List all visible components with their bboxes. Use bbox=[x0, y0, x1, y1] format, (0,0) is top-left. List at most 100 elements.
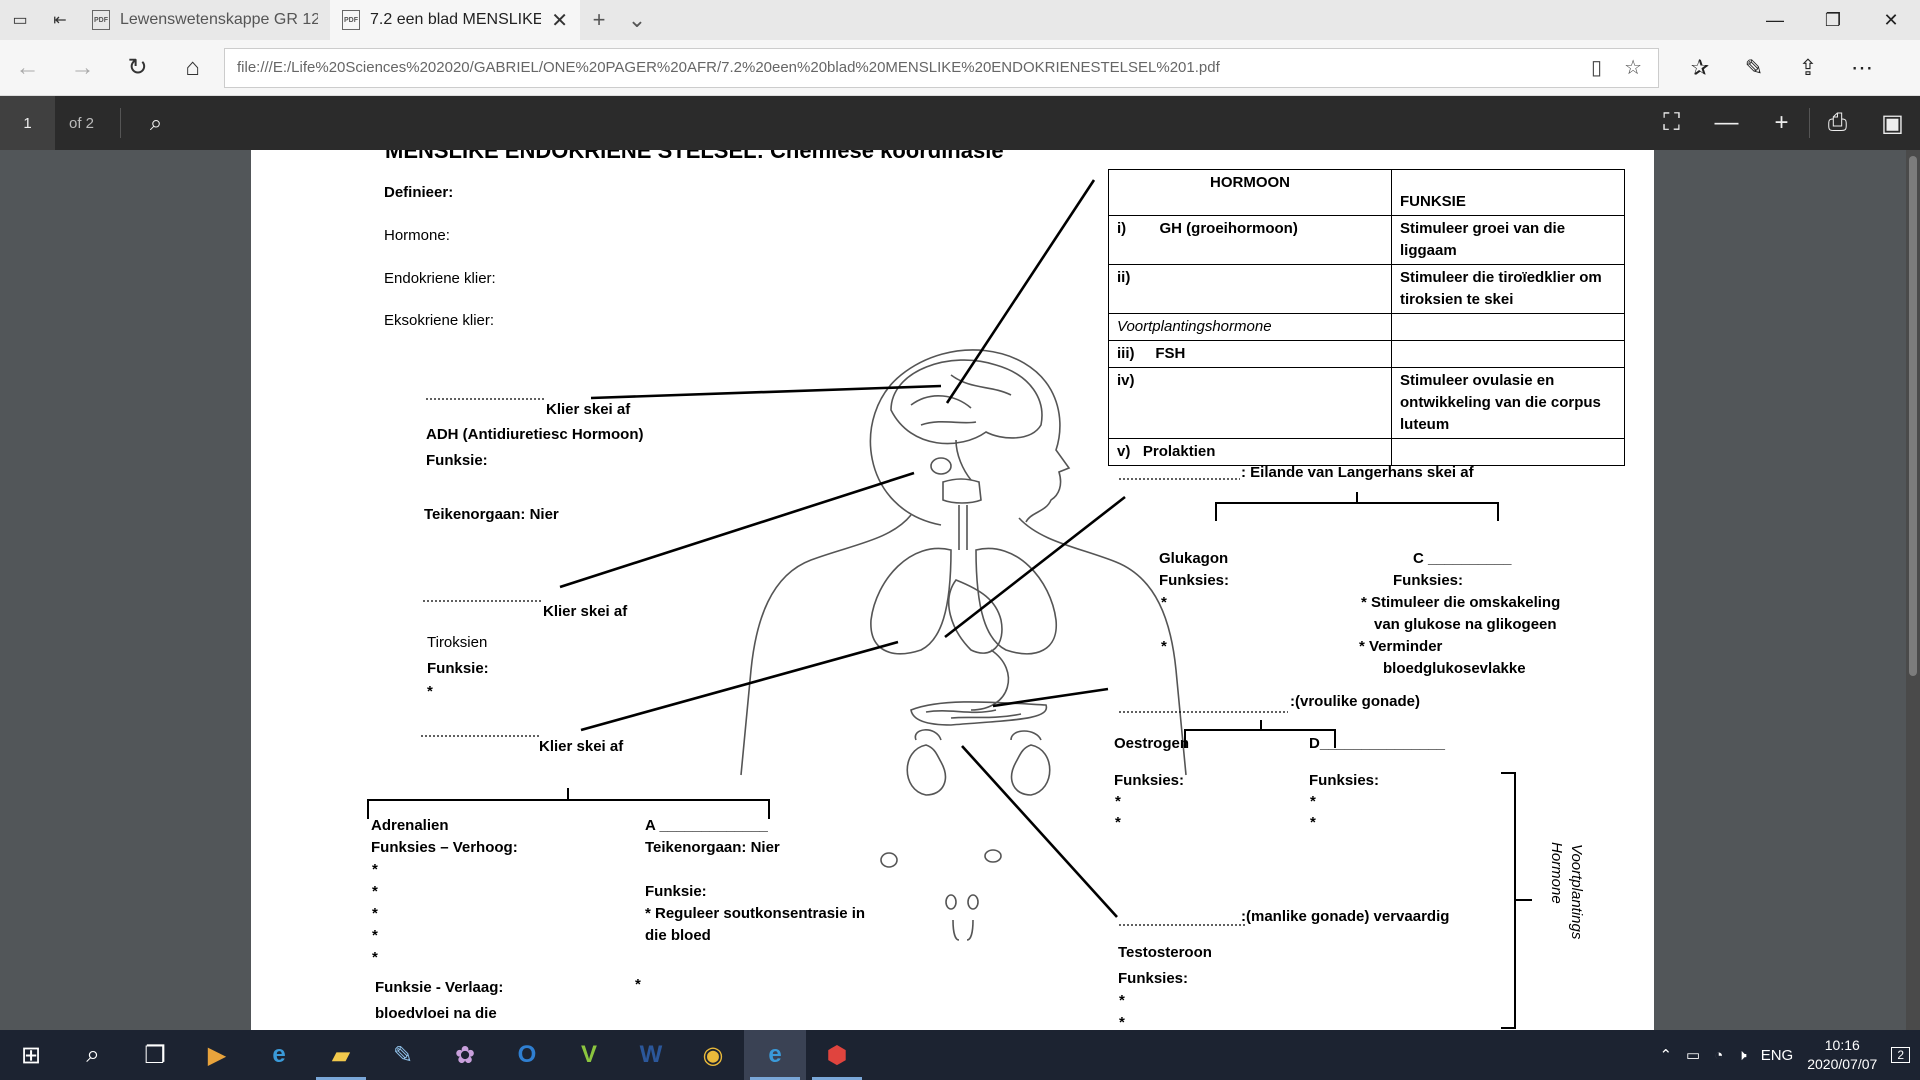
pituitary-hormone: ADH (Antidiuretiesc Hormoon) bbox=[426, 426, 644, 443]
adrenalin-bullet: * bbox=[372, 949, 378, 966]
close-window-icon[interactable]: ✕ bbox=[1883, 9, 1899, 30]
acrobat-icon[interactable]: ⬢ bbox=[806, 1030, 868, 1080]
edge-icon[interactable]: e bbox=[744, 1030, 806, 1080]
more-icon[interactable]: ⋯ bbox=[1851, 54, 1873, 80]
adrenalin-bullet: * bbox=[372, 905, 378, 922]
search-icon[interactable]: ⌕ bbox=[86, 1041, 100, 1068]
hormone-a-function: Funksie: bbox=[645, 883, 707, 900]
favorite-star-icon[interactable]: ☆ bbox=[1624, 57, 1642, 79]
pointer-lines bbox=[559, 179, 1126, 918]
home-icon[interactable]: ⌂ bbox=[185, 53, 200, 81]
testis-label: :(manlike gonade) vervaardig bbox=[1241, 908, 1450, 925]
hormone-c-bullet2b: bloedglukosevlakke bbox=[1383, 660, 1526, 677]
chevron-down-icon[interactable]: ⌄ bbox=[627, 7, 647, 32]
battery-icon[interactable]: ▭ bbox=[1686, 1047, 1701, 1064]
internet-explorer-icon[interactable]: e bbox=[272, 1041, 286, 1068]
zoom-out-icon[interactable]: — bbox=[1714, 109, 1739, 136]
hormone-c-functions: Funksies: bbox=[1393, 572, 1464, 589]
tab-menslike[interactable]: PDF 7.2 een blad MENSLIKE ✕ bbox=[330, 0, 580, 40]
define-title: Definieer: bbox=[384, 184, 454, 201]
address-input[interactable]: file:///E:/Life%20Sciences%202020/GABRIE… bbox=[224, 47, 1659, 88]
thyroid-hormone: Tiroksien bbox=[427, 634, 488, 651]
favorites-icon[interactable]: ✰ bbox=[1690, 54, 1710, 80]
ovary-label: :(vroulike gonade) bbox=[1290, 693, 1421, 710]
scrollbar-thumb[interactable] bbox=[1909, 156, 1917, 676]
set-aside-tabs-icon[interactable]: ⇤ bbox=[53, 12, 67, 29]
pdf-icon: PDF bbox=[342, 10, 360, 30]
search-icon[interactable]: ⌕ bbox=[149, 110, 163, 135]
share-icon[interactable]: ⇪ bbox=[1798, 54, 1818, 80]
oestrogen-bullet: * bbox=[1115, 793, 1121, 810]
zoom-in-icon[interactable]: + bbox=[1774, 109, 1789, 136]
adrenal-gland-label: Klier skei af bbox=[539, 738, 624, 755]
hormone-d-functions: Funksies: bbox=[1309, 772, 1380, 789]
file-explorer-icon[interactable]: ▰ bbox=[310, 1030, 372, 1080]
toolbar-divider bbox=[1809, 108, 1810, 138]
veyon-icon[interactable]: V bbox=[580, 1041, 597, 1068]
pdf-viewer[interactable]: MENSLIKE ENDOKRIENE STELSEL: Chemiese ko… bbox=[0, 150, 1920, 1030]
restore-icon[interactable]: ❐ bbox=[1824, 9, 1842, 30]
tab-title: 7.2 een blad MENSLIKE bbox=[370, 11, 542, 28]
pdf-toolbar: 1 of 2 ⌕ ⛶ — + ⎙ ▣ bbox=[0, 96, 1920, 150]
paint-icon[interactable]: ✎ bbox=[392, 1041, 414, 1069]
print-icon[interactable]: ⎙ bbox=[1827, 109, 1848, 136]
glucagon-functions: Funksies: bbox=[1159, 572, 1230, 589]
paint-3d-icon[interactable]: ✿ bbox=[454, 1041, 476, 1069]
back-icon[interactable]: ← bbox=[15, 53, 40, 81]
clock-time: 10:16 bbox=[1824, 1037, 1860, 1053]
fit-page-icon[interactable]: ⛶ bbox=[1663, 109, 1680, 136]
save-icon[interactable]: ▣ bbox=[1881, 109, 1904, 137]
hormone-c-bullet1: * Stimuleer die omskakeling bbox=[1361, 594, 1561, 611]
media-player-icon[interactable]: ▶ bbox=[207, 1041, 227, 1069]
volume-icon[interactable]: 🕨 bbox=[1737, 1046, 1747, 1064]
chevron-up-icon[interactable]: ⌃ bbox=[1659, 1047, 1673, 1064]
notifications-icon[interactable]: 2 bbox=[1891, 1047, 1910, 1063]
testosterone-functions: Funksies: bbox=[1118, 970, 1189, 987]
minimize-icon[interactable]: — bbox=[1766, 9, 1784, 30]
table-cell-function bbox=[1391, 438, 1625, 466]
side-label-reproductive: Voortplantings bbox=[1568, 844, 1585, 940]
glucagon-bullet: * bbox=[1161, 594, 1167, 611]
hormone-c-title: C __________ bbox=[1413, 550, 1512, 567]
vertical-scrollbar[interactable] bbox=[1906, 150, 1920, 1030]
tab-lewenswetenskappe[interactable]: PDF Lewenswetenskappe GR 12 bbox=[80, 0, 330, 40]
hormone-a-bullet: * bbox=[635, 976, 641, 993]
page-number-input[interactable]: 1 bbox=[0, 96, 55, 150]
hormone-a-target: Teikenorgaan: Nier bbox=[645, 839, 780, 856]
bracket-lines bbox=[367, 492, 1532, 1029]
language-indicator[interactable]: ENG bbox=[1760, 1046, 1794, 1064]
glucagon-bullet: * bbox=[1161, 638, 1167, 655]
adrenalin-functions: Funksies – Verhoog: bbox=[371, 839, 518, 856]
new-tab-icon[interactable]: + bbox=[592, 7, 606, 32]
page-heading: MENSLIKE ENDOKRIENE STELSEL: Chemiese ko… bbox=[385, 150, 1004, 163]
refresh-icon[interactable]: ↻ bbox=[127, 54, 148, 81]
pen-icon[interactable]: ✎ bbox=[1744, 54, 1764, 80]
hormone-d-bullet: * bbox=[1310, 793, 1316, 810]
oestrogen-functions: Funksies: bbox=[1114, 772, 1185, 789]
adrenalin-bullet: * bbox=[372, 927, 378, 944]
hormone-c-bullet2: * Verminder bbox=[1359, 638, 1443, 655]
chrome-icon[interactable]: ◉ bbox=[702, 1041, 724, 1069]
close-tab-icon[interactable]: ✕ bbox=[551, 9, 568, 32]
tab-actions-icon[interactable]: ▭ bbox=[12, 12, 28, 29]
adrenalin-lower-function: Funksie - Verlaag: bbox=[375, 979, 504, 996]
table-cell-hormone: ii) bbox=[1108, 264, 1392, 314]
oestrogen-title: Oestrogen bbox=[1114, 735, 1190, 752]
network-icon[interactable]: ◔ bbox=[1714, 1046, 1724, 1064]
side-label-hormones: Hormone bbox=[1548, 842, 1565, 904]
hormone-a-title: A _____________ bbox=[645, 817, 768, 834]
word-icon[interactable]: W bbox=[639, 1041, 663, 1068]
human-body-outline bbox=[740, 349, 1187, 941]
clock[interactable]: 10:16 2020/07/07 bbox=[1807, 1036, 1877, 1074]
start-icon[interactable]: ⊞ bbox=[20, 1041, 42, 1069]
outlook-icon[interactable]: O bbox=[517, 1041, 537, 1068]
system-tray: ⌃ ▭ ◔ 🕨 ENG 10:16 2020/07/07 2 bbox=[1659, 1036, 1920, 1074]
hormone-a-line1: * Reguleer soutkonsentrasie in bbox=[645, 905, 866, 922]
testosterone-title: Testosteroon bbox=[1118, 944, 1212, 961]
forward-icon[interactable]: → bbox=[70, 53, 95, 81]
reading-view-icon[interactable]: ▯ bbox=[1590, 57, 1602, 79]
page-count: of 2 bbox=[55, 108, 121, 138]
table-cell-function: Stimuleer ovulasie en ontwikkeling van d… bbox=[1391, 367, 1625, 439]
task-view-icon[interactable]: ❐ bbox=[144, 1041, 166, 1069]
tab-title: Lewenswetenskappe GR 12 bbox=[120, 11, 318, 28]
